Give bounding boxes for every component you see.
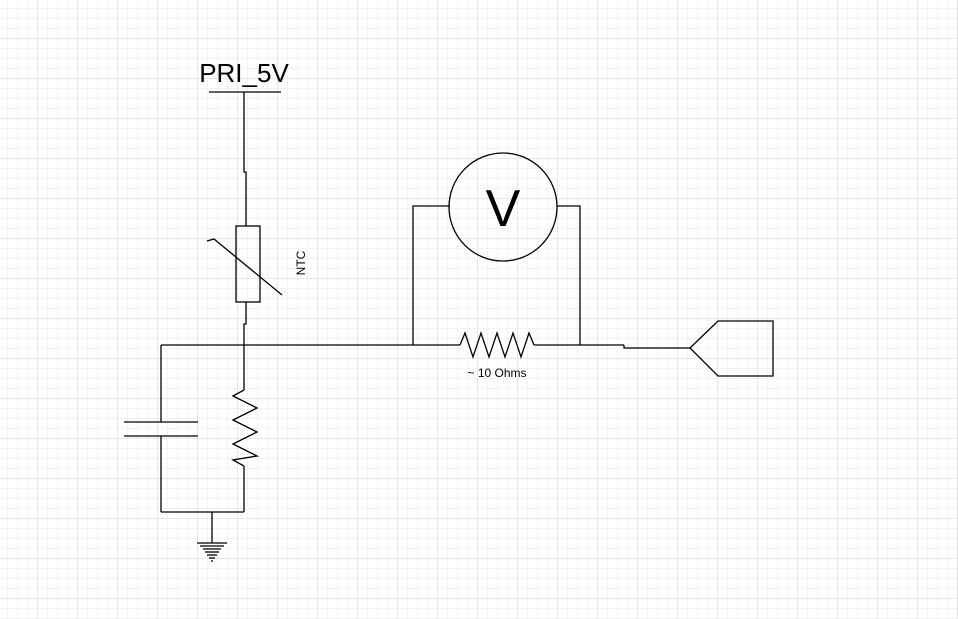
capacitor-icon — [124, 345, 198, 512]
voltmeter-icon — [412, 152, 581, 345]
wire-ntc-to-node — [243, 302, 247, 345]
ntc-label: NTC — [294, 250, 308, 275]
output-port-icon — [689, 320, 774, 377]
series-resistor-label: ~ 10 Ohms — [467, 366, 526, 380]
wire-to-port — [623, 345, 690, 349]
voltmeter-label: V — [486, 180, 521, 238]
series-resistor-icon — [459, 330, 624, 360]
ground-icon — [197, 512, 227, 562]
wire-supply-to-ntc — [243, 92, 247, 226]
supply-label: PRI_5V — [199, 58, 289, 88]
resistor-icon — [231, 345, 260, 512]
supply-rail: PRI_5V — [199, 58, 289, 93]
ntc-thermistor-icon — [206, 225, 283, 303]
